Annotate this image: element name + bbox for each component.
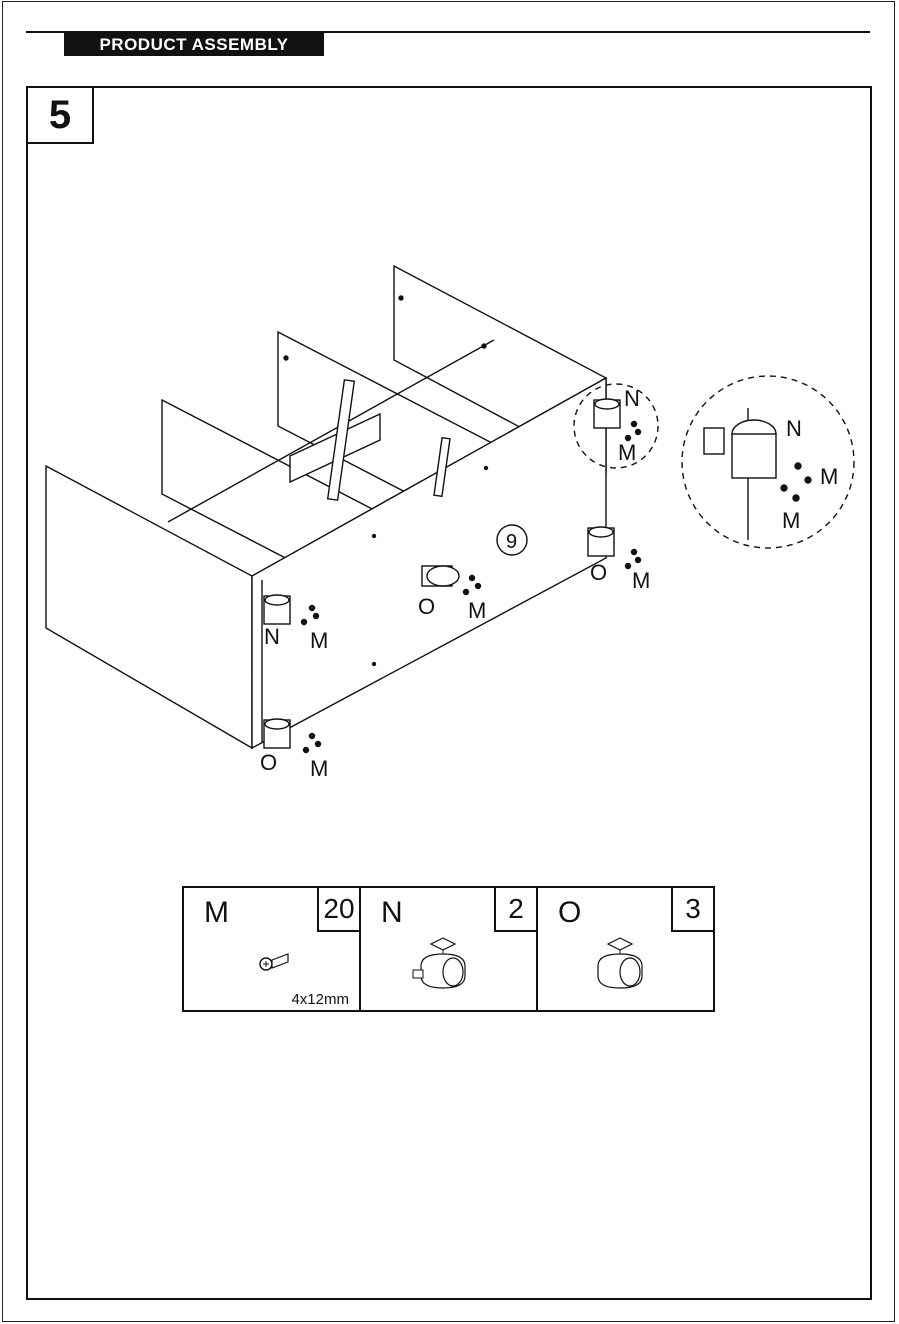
label-m-detail-2: M	[782, 508, 800, 533]
part-size: 4x12mm	[291, 991, 349, 1008]
label-m-detail-1: M	[820, 464, 838, 489]
label-o-right: O	[590, 560, 607, 585]
label-m-right: M	[632, 568, 650, 593]
section-title: PRODUCT ASSEMBLY	[64, 33, 324, 56]
label-n-right-top: N	[624, 386, 640, 411]
panel-number: 9	[506, 531, 517, 553]
caster-o-right	[588, 527, 614, 556]
caster-with-brake-icon	[361, 888, 537, 1010]
label-m-middle: M	[468, 598, 486, 623]
detail-caster	[704, 428, 724, 454]
step-panel: 5	[26, 86, 872, 1300]
label-n-left: N	[264, 624, 280, 649]
caster-o-middle	[422, 566, 459, 586]
part-cell-n: N 2	[361, 888, 538, 1010]
part-cell-m: M 20 4x12mm	[184, 888, 361, 1010]
parts-table: M 20 4x12mm N 2 O 3	[182, 886, 715, 1012]
assembly-diagram: N M O M O M N M O M N M M 9	[28, 88, 870, 1298]
caster-n-right-top	[594, 399, 620, 428]
caster-o-left-bottom	[264, 719, 290, 748]
part-cell-o: O 3	[538, 888, 713, 1010]
caster-n-left	[264, 595, 290, 624]
label-n-detail: N	[786, 416, 802, 441]
label-o-middle: O	[418, 594, 435, 619]
label-m-right-top: M	[618, 440, 636, 465]
caster-icon	[538, 888, 714, 1010]
label-m-left: M	[310, 628, 328, 653]
label-o-left-bottom: O	[260, 750, 277, 775]
label-m-left-bottom: M	[310, 756, 328, 781]
